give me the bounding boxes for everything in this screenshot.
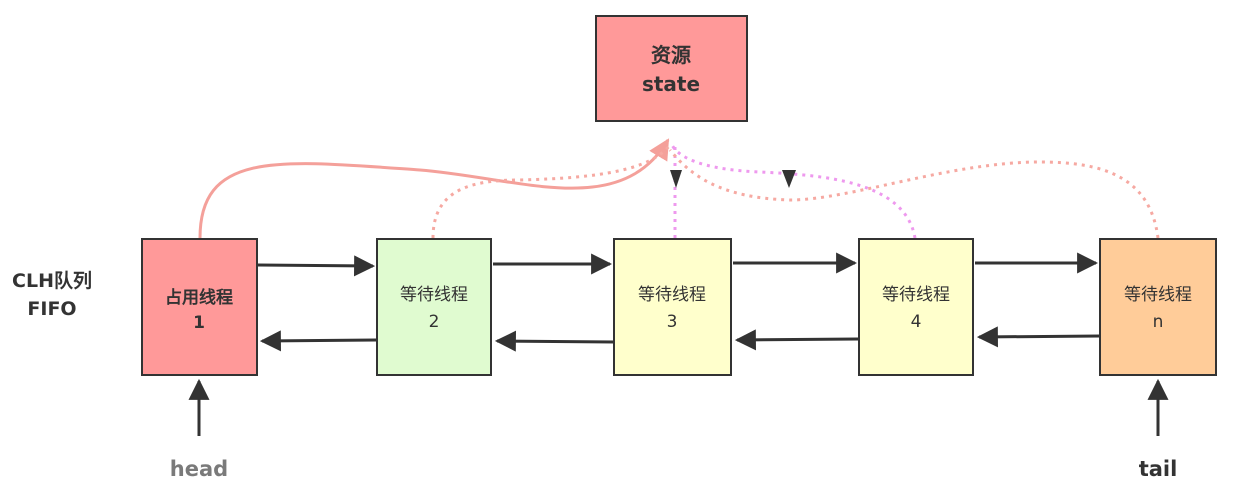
queue-label: CLH队列 FIFO — [12, 269, 92, 320]
resource-box: 资源 state — [595, 15, 748, 122]
queue-node-n: 等待线程 n — [1099, 238, 1217, 376]
head-label: head — [170, 457, 228, 481]
node-n-line1: 等待线程 — [1124, 285, 1192, 305]
node-3-line1: 等待线程 — [638, 285, 706, 305]
prev-arrow-3-2 — [494, 330, 615, 352]
resource-line1: 资源 — [651, 43, 691, 67]
acquire-curve — [198, 138, 670, 239]
node-4-line1: 等待线程 — [882, 285, 950, 305]
node-4-line2: 4 — [911, 312, 922, 332]
tail-label: tail — [1139, 457, 1178, 481]
next-links — [257, 252, 1099, 277]
next-arrow-1-2 — [257, 255, 376, 277]
queue-node-4: 等待线程 4 — [858, 238, 974, 376]
node-4-rect — [858, 238, 974, 376]
queue-node-2: 等待线程 2 — [376, 238, 492, 376]
wait-curve-node-n — [668, 149, 1160, 239]
node-1-line2: 1 — [193, 313, 205, 333]
node-1-line1: 占用线程 — [165, 287, 233, 308]
node-1-rect — [141, 238, 258, 376]
node-2-line2: 2 — [429, 312, 440, 332]
node-3-rect — [613, 238, 732, 376]
down-arrow-mark-2 — [782, 170, 796, 188]
tail-pointer: tail — [1139, 378, 1178, 481]
node-n-line2: n — [1153, 312, 1164, 332]
queue-label-line2: FIFO — [27, 298, 76, 320]
resource-line2: state — [642, 72, 700, 96]
wait-curve-node-4 — [670, 144, 917, 239]
resource-rect — [595, 15, 748, 122]
prev-links — [259, 326, 1101, 352]
queue-node-1: 占用线程 1 — [141, 238, 258, 376]
node-2-line1: 等待线程 — [400, 285, 468, 305]
prev-arrow-n-4 — [976, 326, 1101, 348]
queue-label-line1: CLH队列 — [12, 269, 92, 292]
node-2-rect — [376, 238, 492, 376]
node-n-rect — [1099, 238, 1217, 376]
node-3-line2: 3 — [667, 312, 678, 332]
head-pointer: head — [170, 378, 228, 481]
connections-to-resource — [198, 138, 1160, 239]
wait-curve-node-2 — [431, 144, 672, 239]
queue-node-3: 等待线程 3 — [613, 238, 732, 376]
prev-arrow-2-1 — [259, 330, 377, 352]
down-arrow-mark-1 — [670, 170, 682, 188]
prev-arrow-4-3 — [734, 329, 859, 351]
